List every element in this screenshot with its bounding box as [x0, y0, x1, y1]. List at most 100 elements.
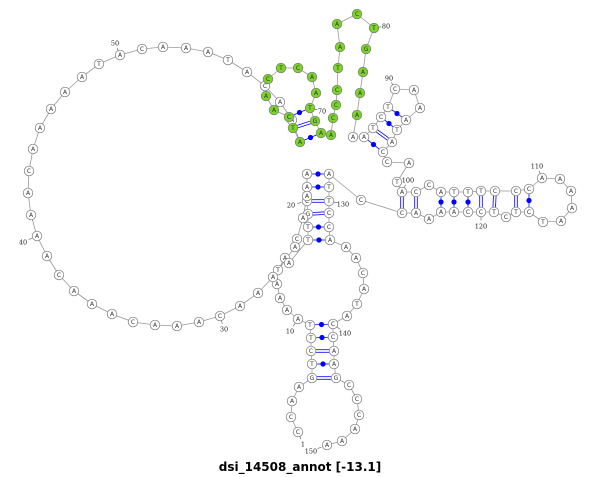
- position-label: 50: [111, 40, 119, 48]
- nucleotide: A: [566, 202, 578, 214]
- nucleotide: C: [136, 43, 148, 55]
- nucleotide: T: [332, 62, 344, 74]
- nucleotide-circle: [31, 230, 43, 242]
- nucleotide: T: [448, 186, 460, 198]
- nucleotide-letter: A: [362, 286, 367, 293]
- nucleotide-circle: [400, 114, 412, 126]
- nucleotide-circle: [350, 252, 362, 264]
- nucleotide-circle: [323, 181, 335, 193]
- nucleotide-circle: [272, 264, 284, 276]
- nucleotide-circle: [327, 318, 339, 330]
- nucleotide-letter: A: [45, 253, 50, 260]
- nucleotide-letter: A: [184, 45, 189, 52]
- nucleotide-letter: A: [439, 189, 444, 196]
- nucleotide-circle: [381, 156, 393, 168]
- pair-dot: [315, 184, 321, 190]
- nucleotide-letter: A: [256, 290, 261, 297]
- nucleotide-circle: [302, 234, 314, 246]
- nucleotide-circle: [281, 304, 293, 316]
- nucleotide: A: [357, 66, 369, 78]
- nucleotide-circle: [330, 99, 342, 111]
- nucleotide-letter: A: [290, 398, 295, 405]
- nucleotide-letter: C: [289, 414, 293, 421]
- nucleotide: A: [448, 206, 460, 218]
- nucleotide-circle: [340, 241, 352, 253]
- nucleotide-letter: T: [513, 209, 518, 216]
- nucleotide-letter: C: [331, 334, 335, 341]
- nucleotide: A: [41, 250, 53, 262]
- nucleotide-letter: A: [570, 205, 575, 212]
- pair-dot: [394, 110, 400, 117]
- nucleotide: T: [323, 181, 335, 193]
- nucleotide: C: [500, 211, 512, 223]
- nucleotide-letter: A: [72, 288, 77, 295]
- nucleotide-letter: T: [370, 125, 375, 132]
- nucleotide-circle: [304, 102, 316, 114]
- nucleotide-circle: [389, 83, 401, 95]
- nucleotide-letter: A: [362, 134, 367, 141]
- nucleotide: A: [306, 71, 318, 83]
- nucleotide-circle: [510, 206, 522, 218]
- nucleotide-letter: A: [49, 106, 54, 113]
- nucleotide-letter: A: [206, 49, 211, 56]
- nucleotide-circle: [59, 86, 71, 98]
- nucleotide-circle: [377, 146, 389, 158]
- nucleotide: A: [293, 381, 305, 393]
- position-label: 10: [286, 328, 294, 336]
- nucleotide-letter: G: [334, 375, 339, 382]
- nucleotide-circle: [566, 202, 578, 214]
- gc-pair-line: [377, 129, 389, 139]
- nucleotide-letter: A: [540, 175, 545, 182]
- nucleotide-circle: [336, 435, 348, 447]
- nucleotide-circle: [328, 358, 340, 370]
- nucleotide-circle: [331, 18, 343, 30]
- nucleotide: C: [396, 207, 408, 219]
- nucleotide-letter: C: [334, 102, 338, 109]
- nucleotide-circle: [414, 102, 426, 114]
- nucleotide-letter: T: [335, 65, 340, 72]
- nucleotide-circle: [475, 185, 487, 197]
- nucleotide-letter: C: [327, 224, 331, 231]
- nucleotide: C: [343, 379, 355, 391]
- nucleotide-letter: T: [465, 189, 470, 196]
- nucleotide-letter: C: [327, 210, 331, 217]
- nucleotide-letter: A: [439, 209, 444, 216]
- nucleotide-letter: T: [371, 25, 376, 32]
- nucleotide: A: [565, 185, 577, 197]
- nucleotide-circle: [214, 310, 226, 322]
- nucleotide-circle: [537, 216, 549, 228]
- nucleotide: C: [305, 345, 317, 357]
- nucleotide: C: [375, 111, 387, 123]
- nucleotide-letter: A: [558, 176, 563, 183]
- nucleotide-letter: G: [306, 211, 311, 218]
- nucleotide: A: [403, 157, 415, 169]
- nucleotide-letter: C: [335, 87, 339, 94]
- nucleotide-circle: [68, 285, 80, 297]
- nucleotide-circle: [327, 112, 339, 124]
- nucleotide: C: [510, 185, 522, 197]
- nucleotide-circle: [555, 215, 567, 227]
- pair-dot: [315, 171, 321, 177]
- nucleotide-letter: C: [347, 382, 351, 389]
- nucleotide: C: [292, 426, 304, 438]
- nucleotide-circle: [283, 111, 295, 123]
- nucleotide-circle: [396, 207, 408, 219]
- nucleotide: A: [301, 190, 313, 202]
- nucleotide-letter: A: [278, 295, 283, 302]
- nucleotide-circle: [260, 90, 272, 102]
- nucleotide: A: [351, 109, 363, 121]
- nucleotide-letter: A: [390, 139, 395, 146]
- nucleotide-letter: C: [385, 159, 389, 166]
- nucleotide-circle: [301, 168, 313, 180]
- nucleotide-circle: [285, 411, 297, 423]
- nucleotide-letter: C: [527, 209, 531, 216]
- nucleotide: A: [234, 300, 246, 312]
- nucleotide-circle: [403, 157, 415, 169]
- nucleotide: T: [475, 185, 487, 197]
- nucleotide-letter: A: [559, 218, 564, 225]
- nucleotide: C: [475, 206, 487, 218]
- nucleotide-letter: A: [412, 87, 417, 94]
- nucleotide-circle: [349, 423, 361, 435]
- nucleotide-letter: T: [309, 361, 314, 368]
- nucleotide-letter: A: [271, 274, 276, 281]
